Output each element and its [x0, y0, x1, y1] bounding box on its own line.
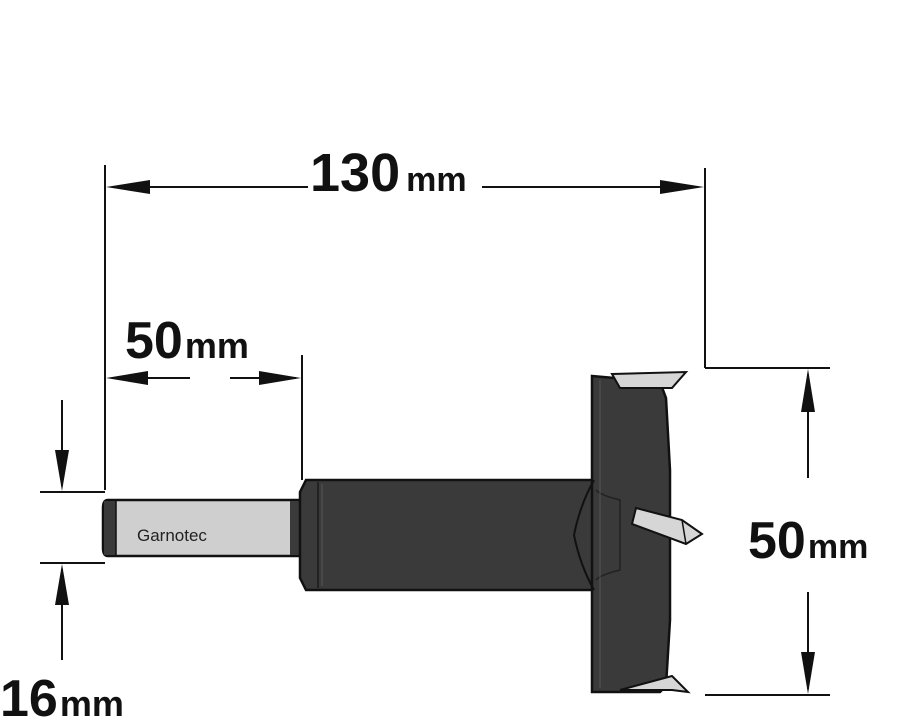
- arrow-right-icon: [259, 371, 301, 385]
- arrow-left-icon: [106, 371, 148, 385]
- arrow-down-icon: [801, 652, 815, 694]
- dimension-cutting-diameter: 50mm: [748, 369, 868, 694]
- arrow-up-icon: [55, 564, 69, 605]
- drill-bit: Garnotec: [101, 370, 704, 694]
- cutter-head: [572, 374, 672, 694]
- arrow-up-icon: [801, 369, 815, 412]
- shank-marking: Garnotec: [137, 526, 207, 545]
- arrow-down-icon: [55, 450, 69, 491]
- dimension-shank-length: 50mm: [106, 312, 301, 385]
- arrow-right-icon: [660, 180, 704, 194]
- cutting-diameter-text: 50mm: [748, 512, 868, 570]
- arrow-left-icon: [106, 180, 150, 194]
- bit-body: [298, 478, 596, 592]
- shank-diameter-text: 16mm: [0, 670, 124, 721]
- shank-length-text: 50mm: [125, 312, 249, 370]
- shank: Garnotec: [101, 498, 302, 558]
- top-cutting-tooth: [610, 370, 689, 389]
- dimension-shank-diameter: 16mm: [0, 400, 124, 721]
- bottom-cutting-tooth: [619, 674, 691, 694]
